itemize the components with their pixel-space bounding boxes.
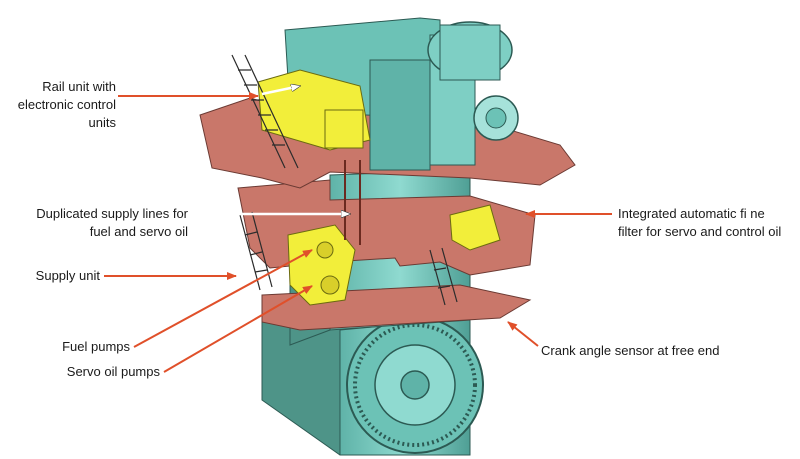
arrow-crank-sensor xyxy=(507,321,539,347)
supply-unit xyxy=(287,224,356,306)
label-supply-unit: Supply unit xyxy=(35,268,100,283)
label-rail-unit: Rail unit with electronic control units xyxy=(17,79,116,130)
label-servo-oil-pumps: Servo oil pumps xyxy=(66,364,160,379)
engine-illustration xyxy=(199,17,576,456)
arrow-fuel-pumps xyxy=(133,249,313,348)
supply-pipes xyxy=(344,160,361,245)
arrow-servo-pumps xyxy=(163,285,313,373)
label-supply-lines: Duplicated supply lines for fuel and ser… xyxy=(36,206,188,239)
label-fuel-pumps: Fuel pumps xyxy=(62,339,130,354)
crank-wheel xyxy=(346,316,484,454)
ladders xyxy=(231,54,458,306)
label-crank-sensor: Crank angle sensor at free end xyxy=(541,343,720,358)
pointer-arrows xyxy=(104,86,612,373)
turbocharger xyxy=(427,21,519,141)
label-fine-filter: Integrated automatic fi ne filter for se… xyxy=(618,206,782,239)
arrow-rail-unit-inner xyxy=(261,86,300,96)
fine-filter xyxy=(449,204,501,251)
